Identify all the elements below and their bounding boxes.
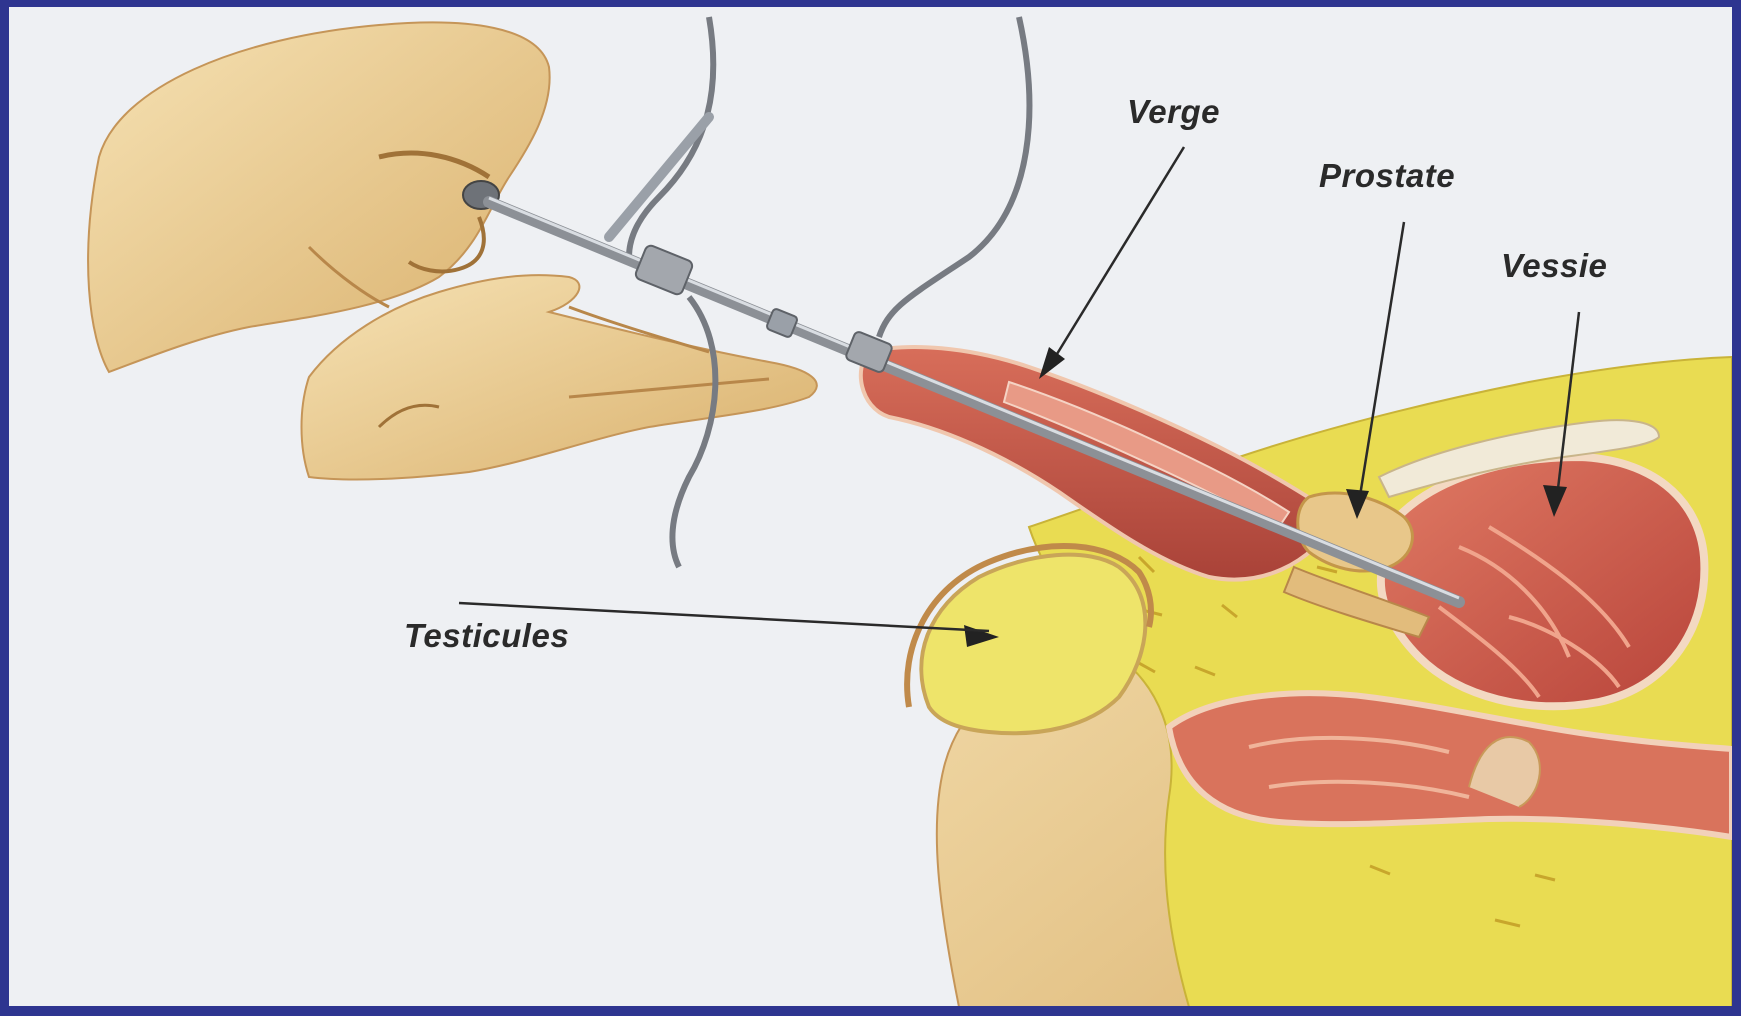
label-testicules: Testicules <box>404 617 569 655</box>
label-verge: Verge <box>1127 93 1220 131</box>
bladder <box>1381 457 1705 706</box>
illustration-frame: Verge Prostate Vessie Testicules <box>9 7 1732 1006</box>
cable-left <box>629 17 713 257</box>
label-prostate: Prostate <box>1319 157 1455 195</box>
cable-light <box>879 17 1029 337</box>
cable-lower <box>672 297 715 567</box>
verge-pointer <box>1049 147 1184 367</box>
label-vessie: Vessie <box>1501 247 1607 285</box>
scope-tube <box>609 117 709 237</box>
anatomy-illustration <box>9 7 1732 1006</box>
